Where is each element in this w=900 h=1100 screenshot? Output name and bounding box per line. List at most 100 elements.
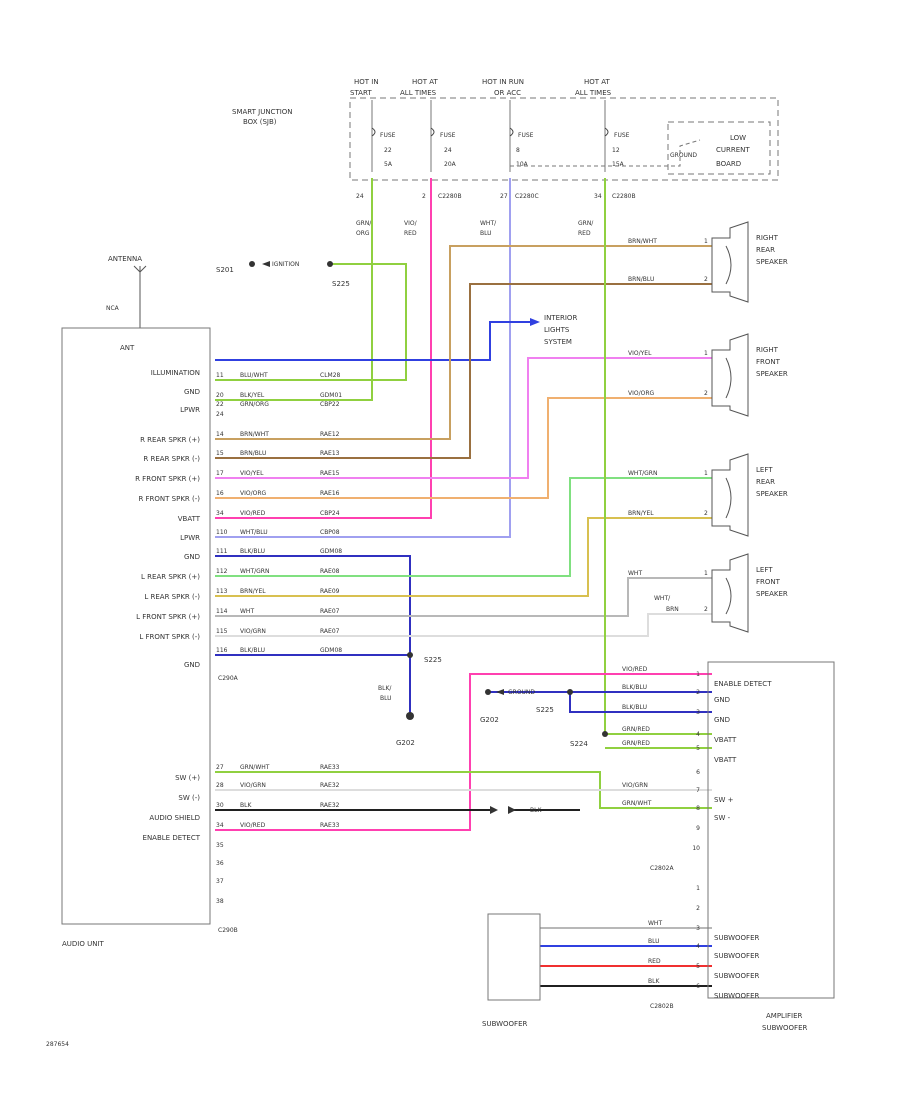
audio-pin-label: LPWR <box>180 406 200 414</box>
audio-pin-number: 16 <box>216 490 224 497</box>
audio-pin-circuit: RAE07 <box>320 608 340 615</box>
speaker-icon <box>711 221 749 303</box>
ground-g202-label: G202 <box>396 739 415 747</box>
speakers: RIGHTREARSPEAKER12BRN/WHTBRN/BLURIGHTFRO… <box>628 221 788 633</box>
fuse-2-icon <box>430 127 435 137</box>
speaker-coil-icon <box>725 245 732 285</box>
amp-row-label: SW + <box>714 796 734 804</box>
audio-pin2-label: AUDIO SHIELD <box>149 814 200 822</box>
wire-wht-blu <box>215 178 511 538</box>
wire-vio-yel <box>215 357 712 479</box>
wire-blk-blu-amp-2 <box>569 692 712 713</box>
audio-pin-wire-color: BLK/BLU <box>240 548 265 555</box>
splices: IGNITION S201 S225 S225 BLK/ BLU G202 GR… <box>216 261 608 814</box>
speaker-wire-label: VIO/ORG <box>628 390 655 397</box>
audio-pin-circuit: RAE08 <box>320 568 340 575</box>
audio-pin-circuit: RAE13 <box>320 450 340 457</box>
board-label-2: CURRENT <box>716 146 750 154</box>
arrow-right-icon-2 <box>490 806 498 814</box>
audio-conn-c290b: C290B <box>218 927 238 934</box>
audio-pin-label: GND <box>184 661 200 669</box>
hot-label-1a: HOT IN <box>354 78 379 86</box>
amplifier-title-2: SUBWOOFER <box>762 1024 808 1032</box>
audio-pin-label: R FRONT SPKR (+) <box>135 475 200 483</box>
conn-c2280c: C2280C <box>515 193 539 200</box>
amp-row-label: VBATT <box>714 736 737 744</box>
audio-pin-circuit: RAE12 <box>320 431 340 438</box>
splice-s225-amp: S225 <box>536 706 554 714</box>
speaker-coil-icon <box>725 477 732 519</box>
splice-dot-g202-amp <box>485 689 491 695</box>
speaker-wire-label: BRN <box>666 606 679 613</box>
amp-conn-c2802b: C2802B <box>650 1003 674 1010</box>
speaker-pin: 2 <box>704 276 708 283</box>
speaker-wire-label: BRN/BLU <box>628 276 654 283</box>
audio-pin-label: GND <box>184 388 200 396</box>
speaker-pin: 2 <box>704 606 708 613</box>
amp-conn-c2802a: C2802A <box>650 865 674 872</box>
audio-pin-number: 116 <box>216 647 228 654</box>
audio-pin-label: VBATT <box>178 515 201 523</box>
audio-pin-number: 113 <box>216 588 228 595</box>
audio-pin-circuit: CLM28 <box>320 372 341 379</box>
audio-pin-wire-color: BRN/YEL <box>240 588 266 595</box>
fuse-3-label: FUSE <box>518 132 534 139</box>
audio-pin-circuit: GDM01 <box>320 392 342 399</box>
speaker-wire-label: BRN/WHT <box>628 238 657 245</box>
hot-label-4a: HOT AT <box>584 78 611 86</box>
wire-label-1a: GRN/ <box>356 220 372 227</box>
wire-grn-org-s201 <box>215 263 407 381</box>
hot-label-4b: ALL TIMES <box>575 89 612 97</box>
audio-pin-circuit: CBP08 <box>320 529 340 536</box>
amp-rows-1: ENABLE DETECT1VIO/REDGND2BLK/BLUGND3BLK/… <box>622 666 772 852</box>
audio-pin-wire-color: WHT/BLU <box>240 529 268 536</box>
ground-wire-label-b: BLU <box>380 695 392 702</box>
audio-pin-number: 24 <box>216 411 224 418</box>
amp-row-pin: 8 <box>696 805 700 812</box>
splice-dot-s201 <box>249 261 255 267</box>
splice-s225-mid: S225 <box>424 656 442 664</box>
audio-pin-number: 22 <box>216 401 224 408</box>
audio-pin-label: R FRONT SPKR (-) <box>138 495 200 503</box>
amp-row-pin: 3 <box>696 709 700 716</box>
speaker-name: RIGHT <box>756 234 779 242</box>
fuse-3-icon <box>509 127 514 137</box>
fuse-4-icon <box>604 127 609 137</box>
amp-row2-pin: 6 <box>696 983 700 990</box>
speaker-icon <box>711 453 749 537</box>
amp-row2-wire: BLK <box>648 978 660 985</box>
splice-dot-s225-amp <box>567 689 573 695</box>
audio-pin2-wire-color: VIO/GRN <box>240 782 266 789</box>
audio-conn-c290a: C290A <box>218 675 239 682</box>
audio-pin-circuit: CBP22 <box>320 401 340 408</box>
speaker-name: SPEAKER <box>756 590 788 598</box>
lights-label-2: LIGHTS <box>544 326 570 334</box>
audio-pin2-circuit: RAE32 <box>320 782 340 789</box>
splice-dot-s225 <box>327 261 333 267</box>
speaker-name: SPEAKER <box>756 490 788 498</box>
wire-brn-wht <box>215 245 712 440</box>
ground-wire-label-a: BLK/ <box>378 685 392 692</box>
amp-row2-pin: 2 <box>696 905 700 912</box>
wire-grn-red <box>604 178 712 735</box>
amplifier-subwoofer: AMPLIFIER SUBWOOFER C2802A C2802B ENABLE… <box>622 661 835 1032</box>
speaker-name: LEFT <box>756 566 773 574</box>
fuse-3-number: 8 <box>516 147 520 154</box>
audio-pin-wire-color: VIO/RED <box>240 510 266 517</box>
lights-label-1: INTERIOR <box>544 314 577 322</box>
interior-lights: INTERIOR LIGHTS SYSTEM <box>544 314 577 346</box>
hot-label-3a: HOT IN RUN <box>482 78 524 86</box>
amp-row2-label: SUBWOOFER <box>714 952 760 960</box>
wire-wht <box>215 577 712 617</box>
amp-row-pin: 10 <box>692 845 700 852</box>
wire-vio-org <box>215 397 712 499</box>
amp-row2-pin: 4 <box>696 943 700 950</box>
arrow-left-icon <box>262 261 270 267</box>
fuse-2-rating: 20A <box>444 161 457 168</box>
audio-pin2-label: SW (+) <box>175 774 200 782</box>
hot-label-2b: ALL TIMES <box>400 89 437 97</box>
amp-row-pin: 9 <box>696 825 700 832</box>
wire-label-1b: ORG <box>356 230 370 237</box>
conn-c2280b: C2280B <box>438 193 462 200</box>
